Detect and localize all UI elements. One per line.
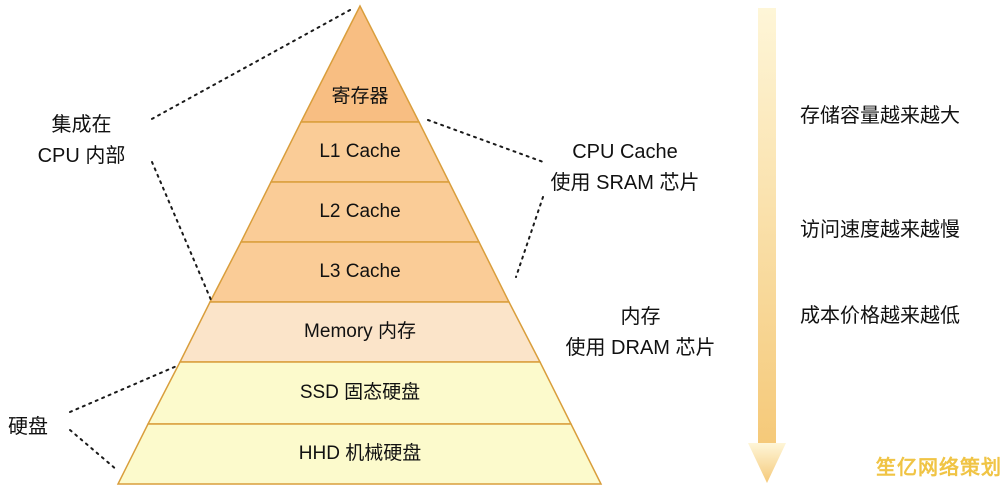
annotation-cpu-cache-sram: CPU Cache 使用 SRAM 芯片 <box>550 141 700 194</box>
pyramid-level-label-l2-cache: L2 Cache <box>319 201 401 222</box>
pyramid-level-hhd-shape <box>116 423 603 485</box>
pyramid-level-label-l1-cache: L1 Cache <box>319 141 401 162</box>
annotation-hard-disk: 硬盘 <box>8 416 48 438</box>
dotted-connector-harddisk-bottom <box>69 429 118 471</box>
downward-arrow <box>748 8 786 483</box>
downward-arrow-head <box>748 443 786 483</box>
pyramid-level-label-l3-cache: L3 Cache <box>319 261 401 282</box>
downward-arrow-shaft <box>758 8 776 444</box>
dotted-connector-cpu-internal-bottom <box>151 161 212 301</box>
trend-label-capacity: 存储容量越来越大 <box>800 105 960 127</box>
pyramid-level-label-registers: 寄存器 <box>331 86 389 107</box>
dotted-connector-cpu-internal-top <box>149 9 351 121</box>
dotted-connector-harddisk-top <box>69 364 180 413</box>
dotted-connector-cpu-cache-bottom <box>515 196 544 278</box>
trend-label-cost: 成本价格越来越低 <box>800 305 960 327</box>
pyramid-level-label-ssd: SSD 固态硬盘 <box>299 382 421 403</box>
watermark-text: 笙亿网络策划 <box>876 457 1002 479</box>
pyramid-level-label-memory: Memory 内存 <box>304 321 416 342</box>
trend-label-speed: 访问速度越来越慢 <box>800 219 960 241</box>
annotation-cpu-internal: 集成在 CPU 内部 <box>37 114 126 167</box>
dotted-connector-cpu-cache-top <box>427 119 547 164</box>
pyramid-level-label-hhd: HHD 机械硬盘 <box>298 443 422 464</box>
annotation-memory-dram: 内存 使用 DRAM 芯片 <box>565 306 716 359</box>
